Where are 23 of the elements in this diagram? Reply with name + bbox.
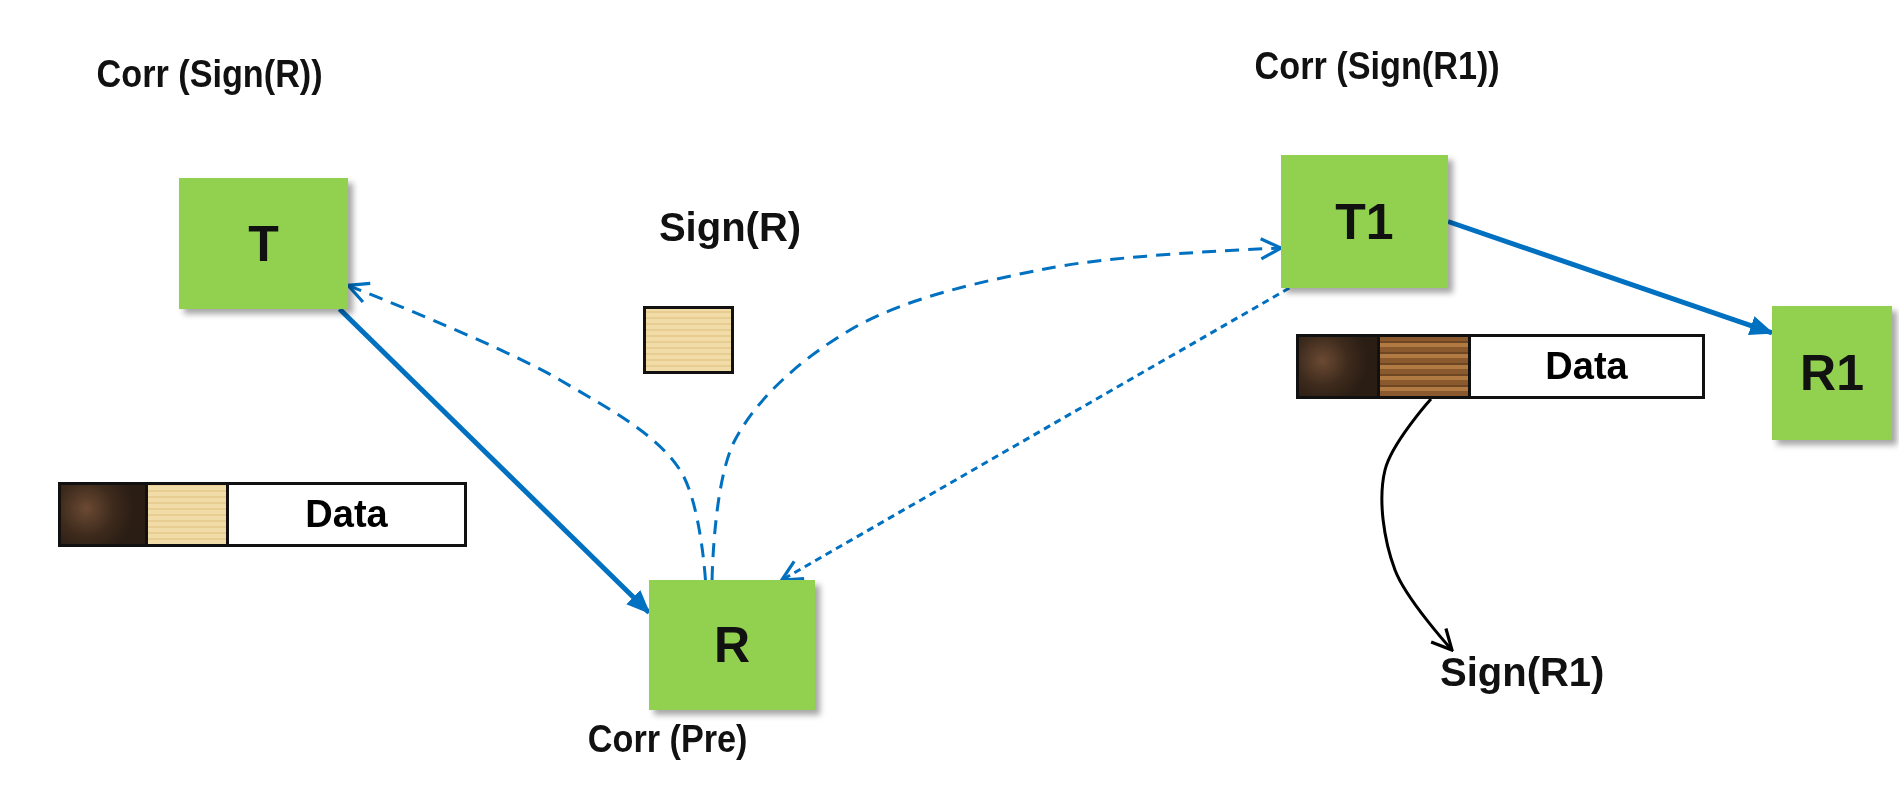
arrow <box>780 286 1291 582</box>
data-bar <box>58 482 467 547</box>
arrow <box>346 281 707 581</box>
process-box <box>1281 155 1448 288</box>
caption-label: Corr (Sign(R)) <box>96 53 323 96</box>
signature-label: Sign(R1) <box>1440 650 1606 695</box>
data-label: Data <box>305 493 388 536</box>
data-bar <box>1296 334 1705 399</box>
caption-label: Corr (Sign(R1)) <box>1254 45 1500 88</box>
arrow <box>710 237 1283 581</box>
box-label: R <box>713 616 751 674</box>
process-box <box>179 178 348 309</box>
arrow <box>1380 398 1454 652</box>
box-label: R1 <box>1800 344 1864 402</box>
data-label: Data <box>1545 345 1628 388</box>
process-box <box>649 580 815 710</box>
process-box <box>1772 306 1892 440</box>
swatch-label: Sign(R) <box>657 205 803 250</box>
box-label: T <box>248 214 279 273</box>
box-label: T1 <box>1335 192 1394 251</box>
arrow <box>337 307 651 615</box>
arrow <box>1447 219 1774 336</box>
caption-label: Corr (Pre) <box>587 718 748 761</box>
